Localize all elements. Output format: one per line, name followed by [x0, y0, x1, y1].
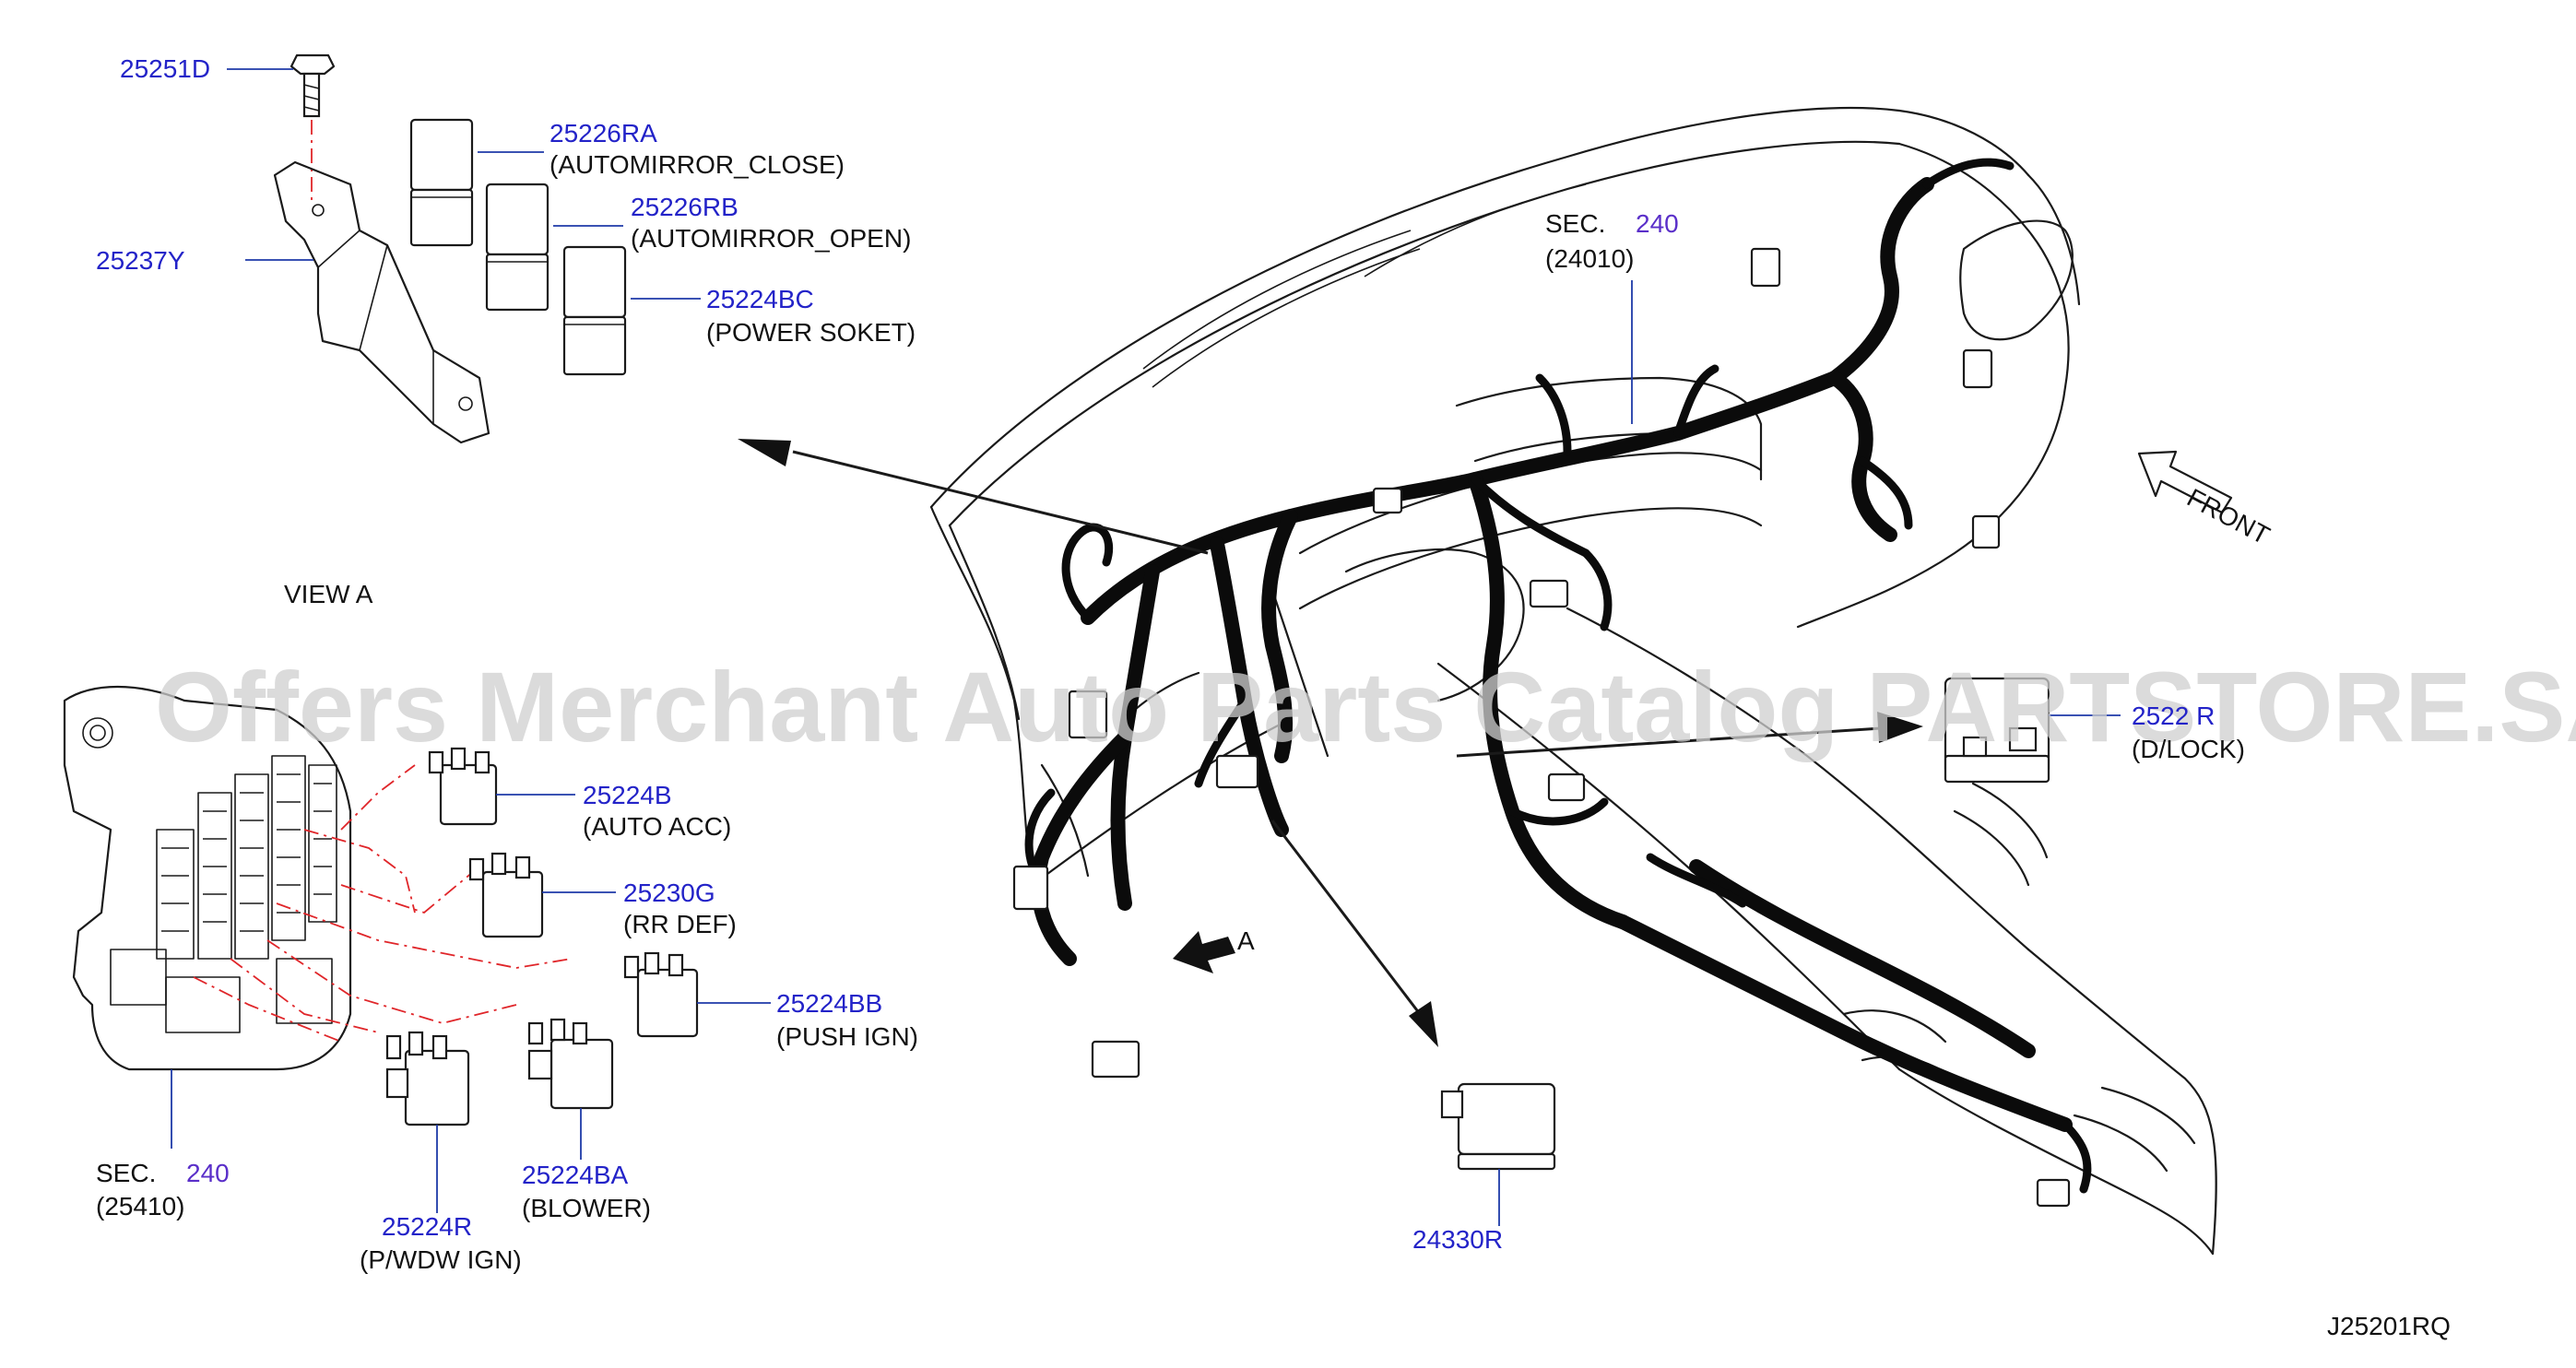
label-25224BA: 25224BA [522, 1161, 629, 1189]
watermark: Offers Merchant Auto Parts Catalog PARTS… [155, 651, 2576, 762]
front-label: FRONT [2182, 483, 2275, 550]
label-25237Y: 25237Y [96, 246, 185, 275]
label-2522R: 2522 R [2132, 702, 2215, 730]
desc-25224B: (AUTO ACC) [583, 812, 731, 841]
label-25224R-pwdw: 25224R [382, 1212, 472, 1241]
relay-25230G [468, 852, 544, 938]
relay-25226RB [485, 183, 549, 312]
leader-lines [171, 68, 2121, 1226]
arrow-to-24330r-icon [1409, 1001, 1438, 1047]
relay-25224R-pwdw [385, 1031, 470, 1126]
sec-top-prefix: SEC. [1545, 209, 1605, 238]
bolt-25251D [290, 53, 336, 118]
sec-left-prefix: SEC. [96, 1159, 156, 1187]
wiring-harness [1024, 158, 2092, 1194]
label-25224BC: 25224BC [706, 285, 814, 313]
desc-25224BB: (PUSH IGN) [776, 1022, 918, 1051]
desc-25224BC: (POWER SOKET) [706, 318, 916, 347]
front-direction-arrow [2137, 450, 2233, 514]
relay-position-leaders [193, 764, 573, 1043]
front-arrow-icon [2137, 450, 2233, 514]
harness-connectors [1012, 247, 2071, 1208]
relay-bracket-group [273, 53, 627, 444]
label-24330R: 24330R [1412, 1225, 1503, 1254]
desc-25224R-pwdw: (P/WDW IGN) [360, 1245, 522, 1274]
relay-25224BA [527, 1018, 614, 1110]
bracket-25237Y [273, 160, 490, 444]
relay-24330R [1440, 1082, 1556, 1171]
label-25230G: 25230G [623, 879, 715, 907]
arrow-to-dlock-icon [1877, 712, 1923, 743]
view-a-title: VIEW A [284, 580, 373, 608]
desc-24010: (24010) [1545, 244, 1635, 273]
desc-2522R: (D/LOCK) [2132, 735, 2245, 763]
relay-25224B [428, 747, 498, 826]
relay-25226RA [409, 118, 474, 247]
label-25251D: 25251D [120, 54, 210, 83]
relay-2522R-dlock [1944, 677, 2050, 784]
pointer-arrows [738, 439, 1923, 1047]
desc-25410: (25410) [96, 1192, 185, 1221]
label-25224BB: 25224BB [776, 989, 882, 1018]
diagram-id: J25201RQ [2327, 1312, 2451, 1340]
label-25224B: 25224B [583, 781, 672, 809]
fuse-block-25410 [63, 685, 352, 1071]
label-25226RB: 25226RB [631, 193, 739, 221]
sec-top-number: 240 [1636, 209, 1679, 238]
desc-25226RB: (AUTOMIRROR_OPEN) [631, 224, 911, 253]
desc-25226RA: (AUTOMIRROR_CLOSE) [549, 150, 845, 179]
relay-25224BB [623, 951, 699, 1038]
desc-25224BA: (BLOWER) [522, 1194, 651, 1222]
relay-25224BC [562, 245, 627, 376]
sec-left-number: 240 [186, 1159, 230, 1187]
desc-25230G: (RR DEF) [623, 910, 737, 938]
view-a-direction-arrow-icon [1173, 931, 1235, 973]
label-25226RA: 25226RA [549, 119, 657, 147]
arrow-to-view-a-icon [738, 439, 791, 466]
fuse-slots [110, 755, 337, 1033]
arrow-a-label: A [1237, 926, 1255, 955]
